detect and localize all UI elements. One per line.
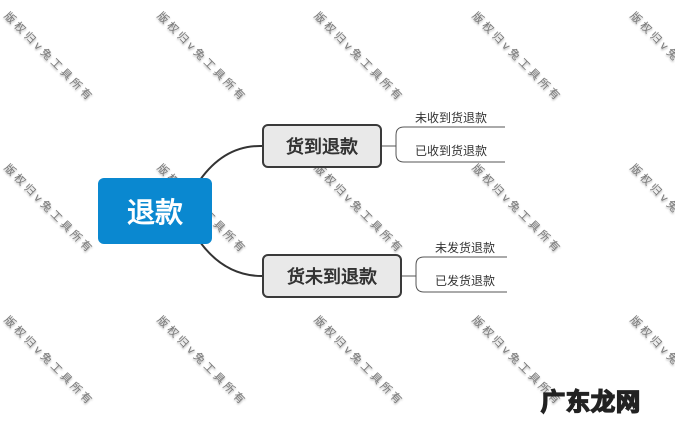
connector-root-branch-2 (199, 241, 263, 277)
connector-branch-2-leaves (402, 256, 507, 293)
branch-node-goods-received[interactable]: 货到退款 (262, 124, 382, 168)
leaf-node[interactable]: 未发货退款 (435, 241, 496, 255)
connector-root-branch-1 (199, 144, 263, 181)
leaf-node[interactable]: 未收到货退款 (415, 111, 488, 125)
site-logo: 广东龙网 (540, 387, 641, 417)
root-node[interactable]: 退款 (98, 178, 212, 244)
leaf-node[interactable]: 已发货退款 (435, 274, 496, 288)
connector-branch-1-leaves (382, 126, 505, 163)
leaf-node[interactable]: 已收到货退款 (415, 144, 488, 158)
branch-node-goods-not-received[interactable]: 货未到退款 (262, 254, 402, 298)
